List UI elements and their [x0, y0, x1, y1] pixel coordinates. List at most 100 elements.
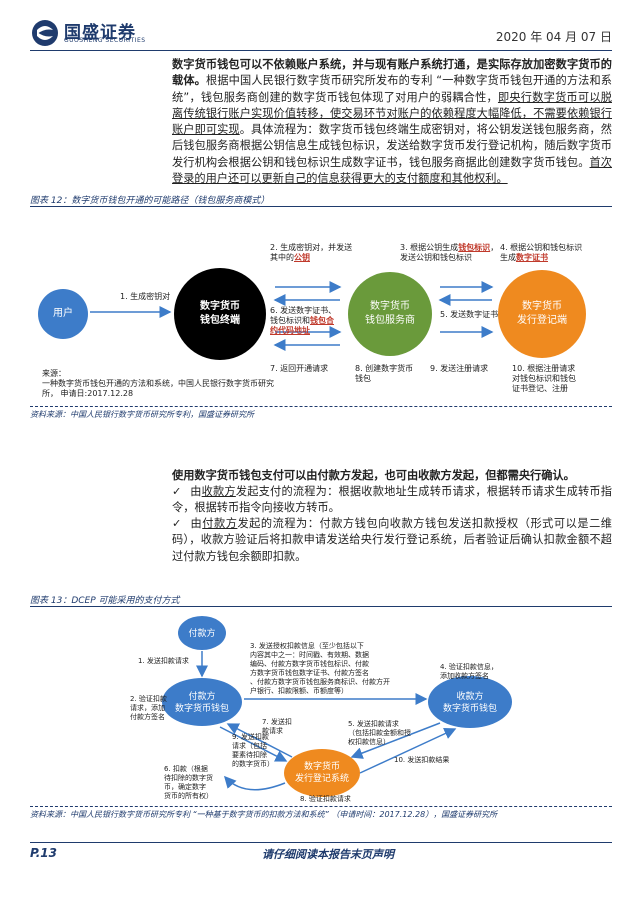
paragraph-payment-lead-text: 使用数字货币钱包支付可以由付款方发起，也可由收款方发起，但都需央行确认。	[172, 469, 575, 482]
wallet-service-node	[348, 272, 432, 356]
step-9-label: 9. 发送注册请求	[430, 364, 489, 373]
payer-node	[178, 616, 226, 650]
step-10-label: 10. 根据注册请求 对钱包标识和钱包 证书登记、注册	[512, 364, 576, 394]
figure-13-diagram	[162, 616, 512, 797]
issuer-node	[498, 270, 586, 358]
n5-line-2: （包括扣款金额和授	[348, 729, 411, 737]
figure-12-diagram	[38, 268, 586, 360]
n8-label: 8. 验证扣款请求	[300, 795, 351, 803]
paragraph-text: 根据中国人民银行数字货币研究所发布的专利 “一种数字货币钱包开通的方法和系统”，…	[172, 74, 612, 104]
payee-wallet-label: 收款方 数字货币钱包	[428, 691, 512, 715]
issuer-system-line-1: 数字货币	[303, 762, 340, 772]
step-4-line-2: 生成数字证书	[500, 253, 582, 263]
figure-12-rule-bottom	[30, 406, 612, 407]
step-6-line-2: 钱包标识和钱包合	[270, 316, 336, 326]
issuer-system-label: 数字货币 发行登记系统	[284, 761, 360, 785]
step-8-label: 8. 创建数字货币 钱包	[355, 364, 413, 384]
report-date: 2020 年 04 月 07 日	[495, 30, 612, 44]
n3-line-4: 方数字货币钱包数字证书、付款方签名	[250, 669, 369, 677]
issuer-line-1: 数字货币	[522, 301, 562, 312]
n1-label: 1. 发送扣款请求	[138, 657, 189, 665]
issuer-line-2: 发行登记端	[517, 315, 567, 326]
n4-label: 4. 验证扣款信息， 添加收款方签名	[440, 663, 498, 681]
figure-12-title: 图表 12：数字货币钱包开通的可能路径（钱包服务商模式）	[30, 196, 270, 206]
step-4-label: 4. 根据公钥和钱包标识 生成数字证书	[500, 243, 582, 263]
n2-line-3: 付款方签名	[130, 713, 165, 721]
payee-wallet-node	[428, 676, 512, 728]
check-icon: ✓	[172, 485, 182, 498]
n9-line-4: 的数字货币）	[232, 760, 274, 768]
payer-wallet-label: 付款方 数字货币钱包	[162, 691, 242, 715]
step-4-line-1: 4. 根据公钥和钱包标识	[500, 243, 583, 252]
step-4-text: 生成	[500, 253, 516, 262]
paragraph-payment-lead: 使用数字货币钱包支付可以由付款方发起，也可由收款方发起，但都需央行确认。	[172, 468, 612, 484]
arrow-n5	[350, 722, 441, 759]
inline-source-1: 来源：	[42, 369, 66, 378]
step-6-label: 6. 发送数字证书、 钱包标识和钱包合 约代码地址	[270, 306, 336, 336]
step-8-line-2: 钱包	[355, 374, 371, 383]
footer-disclaimer: 请仔细阅读本报告末页声明	[262, 848, 394, 861]
n5-line-1: 5. 发送扣款请求	[348, 720, 399, 728]
check-icon: ✓	[172, 517, 182, 530]
inline-source-3: 所， 申请日:2017.12.28	[42, 389, 134, 398]
step-3-comma: ，	[490, 243, 499, 252]
step-10-line-3: 证书登记、注册	[512, 384, 568, 393]
figure-13-rule-top	[30, 606, 612, 607]
payee-wallet-line-1: 收款方	[456, 692, 484, 702]
bullet-2-pre: 由	[190, 517, 203, 530]
user-label: 用户	[53, 308, 73, 319]
arrow-n10	[359, 727, 457, 774]
n6-label: 6. 扣款（根据 待扣除的数字货 币，确定数字 货币的所有权）	[164, 765, 213, 801]
footer-rule	[30, 842, 612, 843]
step-6-red-1: 钱包合	[310, 316, 334, 325]
n4-line-2: 添加收款方签名	[440, 672, 489, 680]
n3-line-5: 、付款方数字货币钱包服务商标识、付款方开	[250, 678, 390, 686]
paragraph-underline-1: 即央行数字货币可以脱离传统银行账户实现价值转移，使交易环节对账户的依赖程度大幅降…	[172, 90, 612, 137]
paragraph-wallet-intro: 数字货币钱包可以不依赖账户系统，并与现有账户系统打通，是实际存放加密数字货币的载…	[172, 57, 612, 187]
issuer-system-line-2: 发行登记系统	[294, 774, 349, 784]
wallet-service-line-2: 钱包服务商	[365, 315, 415, 326]
wallet-service-line-1: 数字货币	[370, 301, 410, 312]
wallet-terminal-line-1: 数字货币	[200, 301, 240, 312]
step-3-text: 3. 根据公钥生成	[400, 243, 459, 252]
n4-line-1: 4. 验证扣款信息，	[440, 663, 498, 671]
bullet-1-underline: 收款方	[201, 485, 236, 498]
n7-label: 7. 发送扣 款请求	[262, 718, 292, 736]
brand-name: 国盛证券	[64, 23, 136, 43]
step-3-label: 3. 根据公钥生成钱包标识， 发送公钥和钱包标识	[400, 243, 498, 263]
n10-label: 10. 发送扣款结果	[394, 756, 450, 764]
step-6-text: 钱包标识和	[270, 316, 310, 325]
paragraph-underline-2: 首次登录的用户还可以更新自己的信息获得更大的支付额度和其他权利。	[172, 155, 612, 186]
issuer-label: 数字货币 发行登记端	[502, 300, 582, 328]
bullet-2-underline: 付款方	[202, 517, 238, 530]
n9-label: 9. 发送扣款 请求（包括 要素待扣除 的数字货币）	[232, 733, 274, 769]
bullet-1-text: 发起支付的流程为：根据收款地址生成转币请求，根据转币请求生成转币指令，根据转币指…	[172, 485, 612, 515]
figure-12-inline-source: 来源： 一种数字货币钱包开通的方法和系统，中国人民银行数字货币研究 所， 申请日…	[42, 369, 274, 399]
step-5-label: 5. 发送数字证书	[440, 310, 499, 319]
step-2-label: 2. 生成密钥对，并发送 其中的公钥	[270, 243, 352, 263]
n2-label: 2. 验证扣款 请求，添加 付款方签名	[130, 695, 167, 722]
step-2-line-2: 其中的公钥	[270, 253, 352, 263]
payer-wallet-line-2: 数字货币钱包	[174, 704, 229, 714]
step-2-line-1: 2. 生成密钥对，并发送	[270, 243, 353, 252]
n3-line-6: 户银行、扣款限额、币额度等）	[250, 687, 348, 695]
figure-13-source: 资料来源：中国人民银行数字货币研究所专利 “一种基于数字货币的扣款方法和系统” …	[30, 810, 498, 819]
brand-logo-icon	[32, 20, 58, 46]
n5-line-3: 权扣款信息）	[348, 738, 390, 746]
step-2-text: 其中的	[270, 253, 294, 262]
step-3-red: 钱包标识	[458, 243, 491, 252]
bullet-2-text: 发起的流程为：付款方钱包向收款方钱包发送扣款授权（形式可以是二维码），收款方验证…	[172, 517, 612, 563]
n6-line-2: 待扣除的数字货	[164, 774, 213, 782]
wallet-terminal-node	[174, 268, 266, 360]
n9-line-2: 请求（包括	[232, 742, 267, 750]
figure-13-title: 图表 13：DCEP 可能采用的支付方式	[30, 596, 180, 606]
brand-logo	[30, 18, 170, 48]
n7-line-2: 款请求	[262, 727, 283, 735]
n3-line-3: 编码、付款方数字货币钱包标识、付款	[250, 660, 369, 668]
payer-wallet-line-1: 付款方	[188, 692, 216, 702]
n3-label: 3. 发送授权扣款信息（至少包括以下 内容其中之一：时间戳、有效期、数据 编码、…	[250, 642, 400, 696]
n2-line-1: 2. 验证扣款	[130, 695, 167, 703]
step-8-line-1: 8. 创建数字货币	[355, 364, 414, 373]
n6-line-1: 6. 扣款（根据	[164, 765, 208, 773]
figure-13-rule-bottom	[30, 806, 612, 807]
